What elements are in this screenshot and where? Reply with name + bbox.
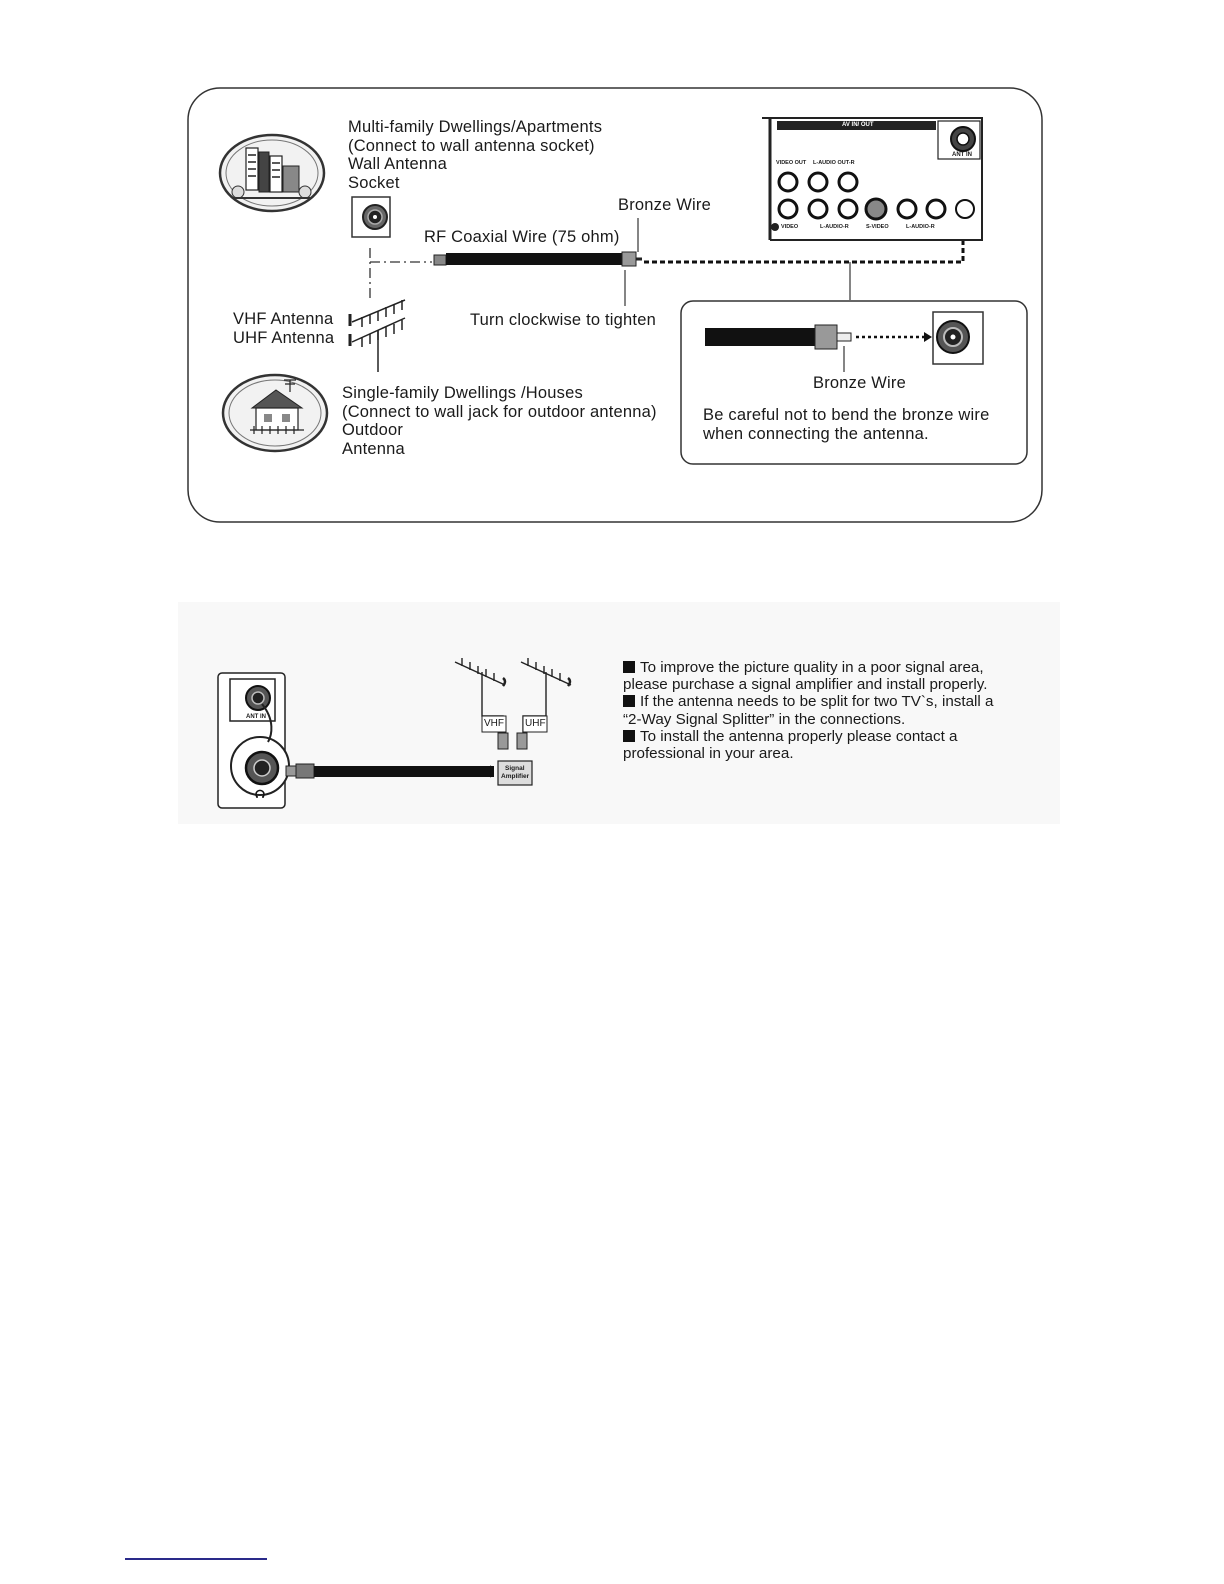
diagram-frame bbox=[187, 87, 1043, 523]
bronze-wire-label: Bronze Wire bbox=[618, 196, 711, 214]
house-icon bbox=[221, 373, 329, 453]
splitter-connectors-icon bbox=[497, 732, 528, 750]
vhf-uhf-antenna-icon bbox=[348, 299, 406, 372]
inset-cable-and-socket bbox=[705, 311, 984, 372]
signal-amplifier-box bbox=[497, 760, 533, 786]
turn-clockwise-label: Turn clockwise to tighten bbox=[470, 311, 656, 329]
multi-family-label: Multi-family Dwellings/Apartments (Conne… bbox=[348, 118, 603, 192]
installation-notes: To improve the picture quality in a poor… bbox=[623, 659, 1043, 762]
amplifier-coax-cable bbox=[285, 763, 494, 779]
rf-coaxial-cable bbox=[433, 251, 642, 267]
note-1: To improve the picture quality in a poor… bbox=[623, 659, 1043, 676]
note-3-cont: professional in your area. bbox=[623, 745, 794, 763]
vhf-antenna-label: VHF Antenna bbox=[233, 310, 334, 328]
av-input-jacks bbox=[777, 197, 975, 221]
uhf-label: UHF bbox=[525, 718, 546, 729]
note-2-cont: “2-Way Signal Splitter” in the connectio… bbox=[623, 710, 906, 728]
wall-antenna-socket-icon bbox=[351, 196, 391, 238]
socket-connection-line bbox=[369, 248, 432, 300]
tv-back-panel bbox=[762, 117, 983, 241]
bullet-icon bbox=[623, 729, 635, 742]
inset-bronze-wire-label: Bronze Wire bbox=[813, 374, 906, 392]
vhf-label: VHF bbox=[484, 718, 504, 729]
tv-ant-in-label: ANT IN bbox=[952, 152, 972, 158]
single-family-label: Single-family Dwellings /Houses (Connect… bbox=[342, 384, 657, 458]
cable-to-tv-dotted-line bbox=[644, 232, 965, 264]
tv-video-label: VIDEO bbox=[781, 224, 799, 230]
bullet-icon bbox=[623, 695, 635, 708]
apartment-building-icon bbox=[218, 133, 326, 213]
wall-ant-in-label: ANT IN bbox=[246, 714, 266, 720]
tv-video-out-label: VIDEO OUT bbox=[776, 160, 807, 166]
av-output-jacks bbox=[777, 171, 859, 193]
note-3: To install the antenna properly please c… bbox=[623, 728, 1043, 745]
tv-audio-out-label: L-AUDIO OUT-R bbox=[813, 160, 855, 166]
amp-label-line2: Amplifier bbox=[501, 773, 530, 780]
tv-svideo-label: S-VIDEO bbox=[866, 224, 889, 230]
tv-audio-in-label: L-AUDIO-R bbox=[820, 224, 849, 230]
bronze-wire-caution: Be careful not to bend the bronze wire w… bbox=[703, 406, 990, 443]
uhf-antenna-label: UHF Antenna bbox=[233, 329, 335, 347]
amp-label-line1: Signal bbox=[505, 765, 525, 772]
bullet-icon bbox=[623, 661, 635, 673]
footer-rule bbox=[125, 1558, 267, 1560]
tv-panel-header: AV IN/ OUT bbox=[842, 122, 874, 128]
tv-audio-in2-label: L-AUDIO-R bbox=[906, 224, 935, 230]
rf-coaxial-label: RF Coaxial Wire (75 ohm) bbox=[424, 228, 620, 246]
note-1-cont: please purchase a signal amplifier and i… bbox=[623, 676, 988, 694]
note-2: If the antenna needs to be split for two… bbox=[623, 693, 1043, 710]
wall-plate-icon bbox=[217, 672, 290, 809]
